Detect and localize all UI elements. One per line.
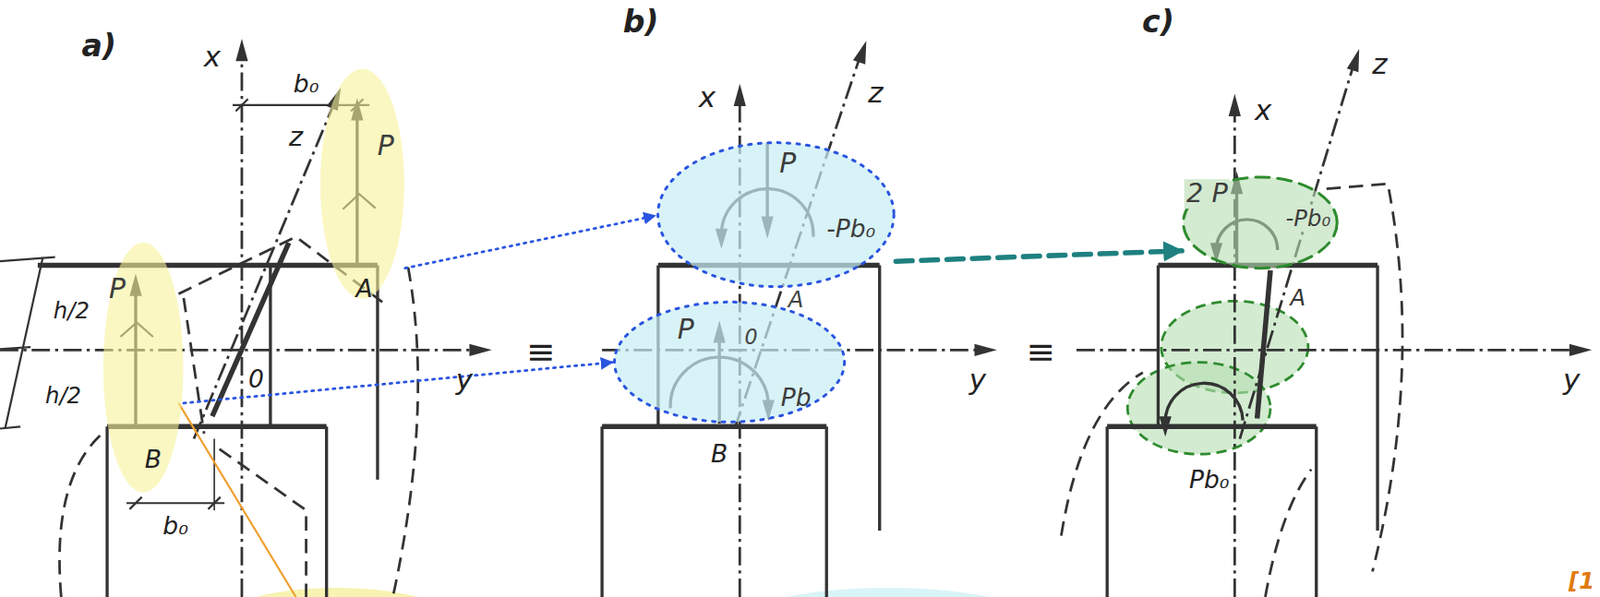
drawing-label: x <box>1254 94 1272 126</box>
member-edge <box>601 426 827 597</box>
drawing-label: ≡ <box>1026 333 1056 372</box>
drawing-label: b₀ <box>293 70 319 97</box>
force-group-ellipse: P Pb <box>612 300 847 424</box>
moment-label: -Pb₀ <box>824 215 878 242</box>
member-edge <box>1106 424 1317 431</box>
moment-label: -Pb₀ <box>1284 205 1334 231</box>
force-label: P <box>107 274 128 305</box>
drawing-label: Pb₀ <box>1189 466 1229 494</box>
ellipse-outline <box>657 142 894 287</box>
arrow-head <box>853 40 867 64</box>
dimension-tick <box>129 497 220 510</box>
panel-label: a) <box>81 29 117 63</box>
force-label: P <box>777 148 798 180</box>
axis-line <box>240 56 244 597</box>
force-label: P <box>375 131 397 162</box>
dimension-line <box>5 257 44 430</box>
ellipse-outline <box>320 68 405 299</box>
rod-line <box>212 242 289 417</box>
dimension-line <box>126 502 225 505</box>
drawing-label: B <box>710 441 728 469</box>
drawing-label: 0 <box>744 325 758 349</box>
moment-label: Pb <box>779 384 814 412</box>
member-edge <box>601 424 827 431</box>
drawing-label: B <box>144 445 162 473</box>
rotated-outline <box>1060 372 1143 537</box>
arrow-head <box>733 84 746 107</box>
drawing-label: z <box>1371 48 1387 80</box>
rotated-outline <box>219 449 307 597</box>
moment-arc <box>1165 383 1243 424</box>
drawing-label: y <box>1563 363 1580 396</box>
arrow-head <box>469 344 492 357</box>
ellipse-outline <box>319 66 406 301</box>
rotated-outline <box>1264 469 1312 597</box>
rotated-outline <box>1326 183 1403 572</box>
drawing-label: z <box>288 123 303 154</box>
transfer-arrow <box>895 251 1182 262</box>
force-label: 2 P <box>1184 179 1230 209</box>
arrow-head <box>1159 416 1172 437</box>
drawing-label: x <box>204 40 221 73</box>
axis-line <box>193 102 336 440</box>
drawing-label: 0 <box>248 366 265 394</box>
highlight-ellipse <box>734 588 1042 597</box>
rotated-outline <box>393 267 419 597</box>
rotated-outline <box>183 298 205 434</box>
arrow-head <box>1228 94 1241 117</box>
drawing-label: b₀ <box>162 512 188 540</box>
ellipse-outline <box>102 242 183 494</box>
ellipse-outline <box>612 300 847 424</box>
drawing <box>0 38 1592 597</box>
axis-line <box>1076 348 1577 352</box>
callout-line <box>178 403 296 597</box>
drawing-label: A <box>1290 286 1307 312</box>
member-edge <box>37 263 378 269</box>
arrow-head <box>235 38 248 61</box>
drawing-label: y <box>969 363 987 396</box>
drawing-label: A <box>355 275 373 302</box>
drawing-label: h/2 <box>53 299 90 325</box>
transfer-arrow <box>405 216 656 269</box>
arrow-head <box>1569 344 1592 357</box>
drawing-label: h/2 <box>45 384 82 410</box>
panel-label: b) <box>623 5 660 39</box>
highlight-ellipse <box>214 588 459 597</box>
drawing-label: ≡ <box>526 333 555 372</box>
drawing-label: x <box>698 81 716 113</box>
force-group-ellipse: P <box>102 240 184 495</box>
arrow-head <box>1347 48 1360 73</box>
ellipse-outline <box>1183 177 1338 269</box>
reference-mark: [1 <box>1568 569 1595 595</box>
force-label: P <box>675 314 697 346</box>
rotated-outline <box>59 433 102 597</box>
ellipse-outline <box>614 302 845 423</box>
member-edge <box>1157 265 1378 532</box>
axis-line <box>0 348 475 352</box>
extension-line <box>213 439 216 511</box>
panel-label: c) <box>1142 5 1175 39</box>
member-edge <box>1106 426 1317 597</box>
drawing-label: A <box>788 288 805 313</box>
force-group-ellipse: 2 P -Pb₀ <box>1181 176 1339 270</box>
force-group-ellipse: P -Pb₀ <box>655 141 897 289</box>
arrow-head <box>974 344 997 357</box>
drawing-label: z <box>867 76 883 109</box>
rod-line <box>1257 270 1271 419</box>
force-group-ellipse: P <box>319 66 406 301</box>
drawing-label: y <box>456 363 473 396</box>
